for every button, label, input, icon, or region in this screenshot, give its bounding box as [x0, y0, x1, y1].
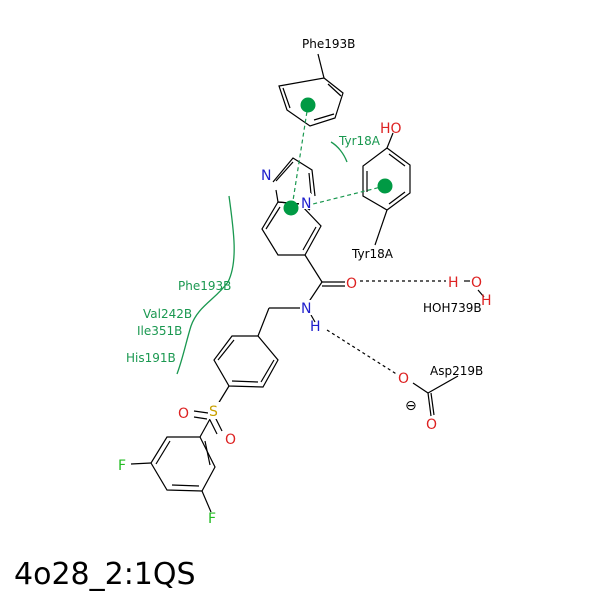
- ligand-bonds: [130, 53, 485, 513]
- imidazole-ring: [272, 157, 316, 197]
- hbond-line-asp219b: [326, 329, 399, 376]
- residue-label-asp219b: Asp219B: [430, 364, 483, 378]
- pi-stack-line-tyr18a: [312, 185, 386, 205]
- nitrogen-1-label: N: [261, 168, 271, 184]
- water-oxygen-label: O: [471, 275, 482, 291]
- atom-label-backgrounds: [208, 166, 410, 419]
- interaction-lines: [291, 104, 446, 376]
- carboxylate-oxygen-1-label: O: [398, 371, 409, 387]
- diagram-title: 4o28_2:1QS: [14, 557, 196, 592]
- sulfonyl-oxygen-1-label: O: [178, 406, 189, 422]
- atom-labels: HO N N O N H H O H S O O F F O O ⊖: [118, 121, 492, 527]
- fluorine-1-label: F: [118, 458, 126, 474]
- residue-label-tyr18a-pi: Tyr18A: [338, 134, 381, 148]
- pi-center-phe193b: [300, 97, 316, 113]
- nitrogen-2-label: N: [301, 196, 311, 212]
- sulfur-label: S: [209, 404, 218, 420]
- hydrophobic-arc-tyr18a: [330, 141, 348, 163]
- amide-nitrogen-label: N: [301, 301, 311, 317]
- phe193b-top-stem: [317, 53, 325, 79]
- amide-hydrogen-label: H: [310, 319, 321, 335]
- water-hydrogen-2-label: H: [481, 293, 492, 309]
- carboxylate-oxygen-2-label: O: [426, 417, 437, 433]
- residue-label-his191b: His191B: [126, 351, 176, 365]
- pi-center-ligand: [283, 200, 299, 216]
- difluorophenyl-ring: [150, 436, 216, 492]
- residue-label-val242b: Val242B: [143, 307, 192, 321]
- benzyl-ring: [213, 335, 279, 388]
- pi-stack-line-phe193b: [291, 104, 309, 208]
- pi-center-tyr18a: [377, 178, 393, 194]
- fluorine-2-label: F: [208, 511, 216, 527]
- residue-label-phe193b-side: Phe193B: [178, 279, 231, 293]
- negative-charge-icon: ⊖: [405, 398, 417, 414]
- amide-oxygen-label: O: [346, 276, 357, 292]
- hydrophobic-arcs: [176, 141, 348, 375]
- water-hydrogen-1-label: H: [448, 275, 459, 291]
- residue-label-hoh739b: HOH739B: [423, 301, 482, 315]
- sulfonyl-oxygen-2-label: O: [225, 432, 236, 448]
- residue-label-tyr18a: Tyr18A: [351, 247, 394, 261]
- hydroxyl-label: HO: [380, 121, 402, 137]
- hydrophobic-arc-left: [176, 195, 235, 375]
- residue-labels: Phe193B Tyr18A Tyr18A Phe193B Val242B Il…: [126, 37, 483, 378]
- residue-label-phe193b-top: Phe193B: [302, 37, 355, 51]
- phe193b-top-ring: [278, 77, 344, 127]
- tyr18a-stem: [374, 209, 388, 246]
- residue-label-ile351b: Ile351B: [137, 324, 182, 338]
